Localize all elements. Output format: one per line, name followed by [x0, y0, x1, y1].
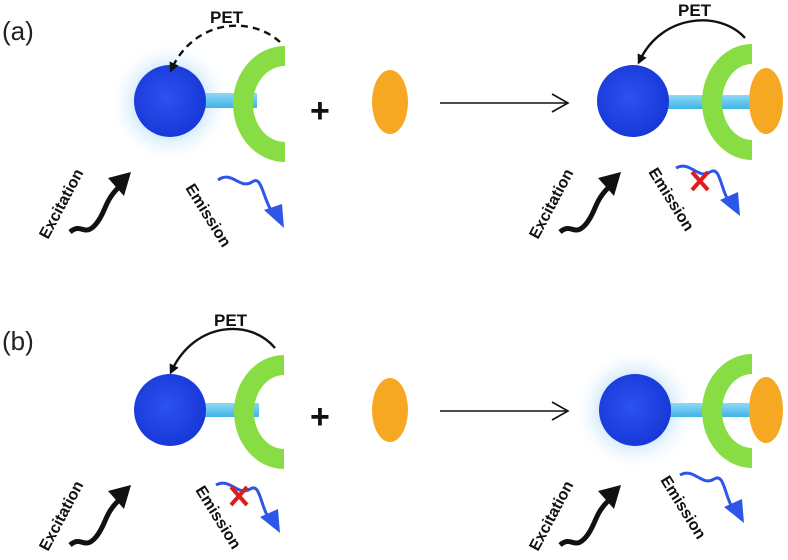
- excitation-wave: [68, 186, 120, 235]
- panel-label-a: (a): [2, 16, 34, 46]
- emission-wave: [215, 481, 270, 518]
- sensor-b-right: Excitation Emission: [527, 348, 783, 554]
- emission-wave: [679, 471, 734, 508]
- excitation-wave: [558, 186, 610, 235]
- emission-label: Emission: [657, 473, 709, 542]
- emission-arrowhead: [724, 499, 744, 523]
- reaction-arrow: [440, 93, 570, 113]
- pet-arrow-solid: [169, 327, 276, 375]
- panel-b: (b) PET Excitation Emission +: [2, 311, 783, 554]
- fluorophore: [134, 65, 206, 137]
- reaction-arrow: [440, 401, 570, 421]
- emission-arrowhead: [720, 192, 740, 216]
- sensor-b-left: PET Excitation Emission: [37, 311, 284, 554]
- panel-label-b: (b): [2, 326, 34, 356]
- excitation-wave: [558, 499, 610, 548]
- plus-sign: +: [310, 398, 330, 436]
- sensor-a-left: PET Excitation Emission: [37, 8, 285, 250]
- excitation-arrowhead: [108, 485, 131, 509]
- sensor-a-right: PET Excitation Emission: [527, 1, 783, 242]
- bound-analyte: [749, 68, 783, 134]
- excitation-wave: [68, 499, 120, 548]
- fluorophore: [597, 65, 669, 137]
- fluorophore: [134, 374, 206, 446]
- blocked-mark: [690, 170, 710, 192]
- receptor: [233, 46, 285, 162]
- pet-label: PET: [678, 1, 712, 20]
- emission-arrowhead: [264, 204, 284, 228]
- blocked-mark: [229, 485, 249, 507]
- pet-arrow-solid: [637, 19, 746, 65]
- emission-label: Emission: [645, 165, 697, 234]
- pet-arrow-dashed: [169, 24, 281, 73]
- emission-arrowhead: [260, 509, 280, 533]
- receptor: [702, 44, 752, 160]
- emission-wave: [675, 164, 730, 201]
- excitation-arrowhead: [108, 172, 131, 196]
- pet-label: PET: [210, 8, 244, 27]
- excitation-arrowhead: [598, 172, 621, 196]
- fluorophore: [599, 374, 671, 446]
- pet-label: PET: [214, 311, 248, 330]
- emission-wave: [217, 175, 274, 213]
- bound-analyte: [749, 377, 783, 443]
- linker: [650, 95, 750, 109]
- plus-sign: +: [310, 92, 330, 130]
- receptor: [702, 354, 752, 468]
- analyte: [372, 70, 408, 134]
- analyte: [372, 378, 408, 442]
- excitation-arrowhead: [598, 485, 621, 509]
- emission-label: Emission: [182, 181, 234, 250]
- receptor: [234, 355, 284, 469]
- panel-a: (a) PET Excitation Emission +: [2, 1, 783, 250]
